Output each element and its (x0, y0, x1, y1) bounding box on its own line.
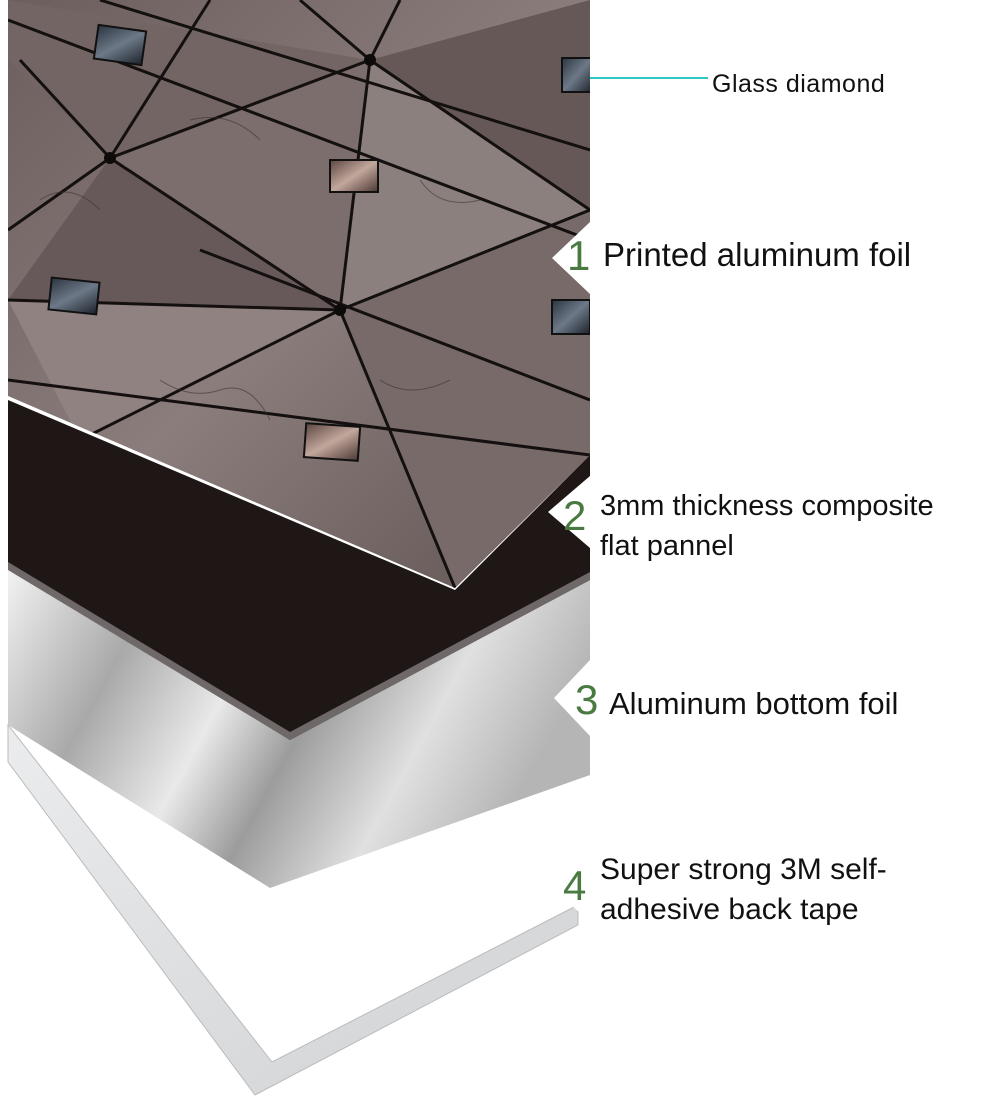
layer1-number: 1 (567, 232, 590, 280)
layer2-label-line1: 3mm thickness composite (600, 486, 934, 526)
layer3-label: Aluminum bottom foil (609, 686, 898, 722)
glass-tile-gem (562, 58, 592, 92)
glass-diamond-label: Glass diamond (712, 70, 885, 99)
layer3-number: 3 (575, 676, 598, 724)
layer1-label: Printed aluminum foil (603, 236, 911, 274)
glass-tile-gem (552, 300, 590, 334)
layer4-label: Super strong 3M self- adhesive back tape (600, 850, 887, 930)
layer2-number: 2 (563, 492, 586, 540)
glass-tile-gem (48, 278, 99, 315)
layer4-number: 4 (563, 862, 586, 910)
glass-tile-gem (94, 25, 146, 65)
layer4-label-line2: adhesive back tape (600, 890, 887, 930)
layer2-label: 3mm thickness composite flat pannel (600, 486, 934, 566)
glass-tile-gem (330, 160, 378, 192)
layer2-label-line2: flat pannel (600, 526, 934, 566)
glass-tile-gem (304, 423, 360, 461)
layer4-label-line1: Super strong 3M self- (600, 850, 887, 890)
